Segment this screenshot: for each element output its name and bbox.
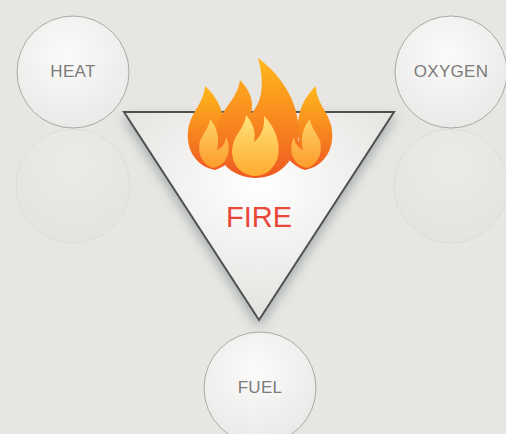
flame-right [283, 86, 333, 170]
element-label: HEAT [16, 15, 130, 129]
element-label: FUEL [203, 331, 317, 434]
ghost-circle [16, 129, 130, 243]
fire-triangle: FIRE [120, 108, 398, 324]
flame-core [199, 119, 229, 168]
circle-shape [395, 16, 506, 128]
center-label: FIRE [120, 201, 398, 234]
element-circle: OXYGEN [394, 15, 506, 129]
element-circle: FUEL [203, 331, 317, 434]
element-label: OXYGEN [394, 15, 506, 129]
circle-shape [204, 332, 316, 434]
circle-shape [17, 16, 129, 128]
element-circle: HEAT [16, 15, 130, 129]
flame-core [232, 115, 279, 176]
flame-core [291, 119, 321, 168]
ghost-circle [394, 129, 506, 243]
flame-left [188, 86, 240, 170]
flame-main [215, 58, 298, 178]
